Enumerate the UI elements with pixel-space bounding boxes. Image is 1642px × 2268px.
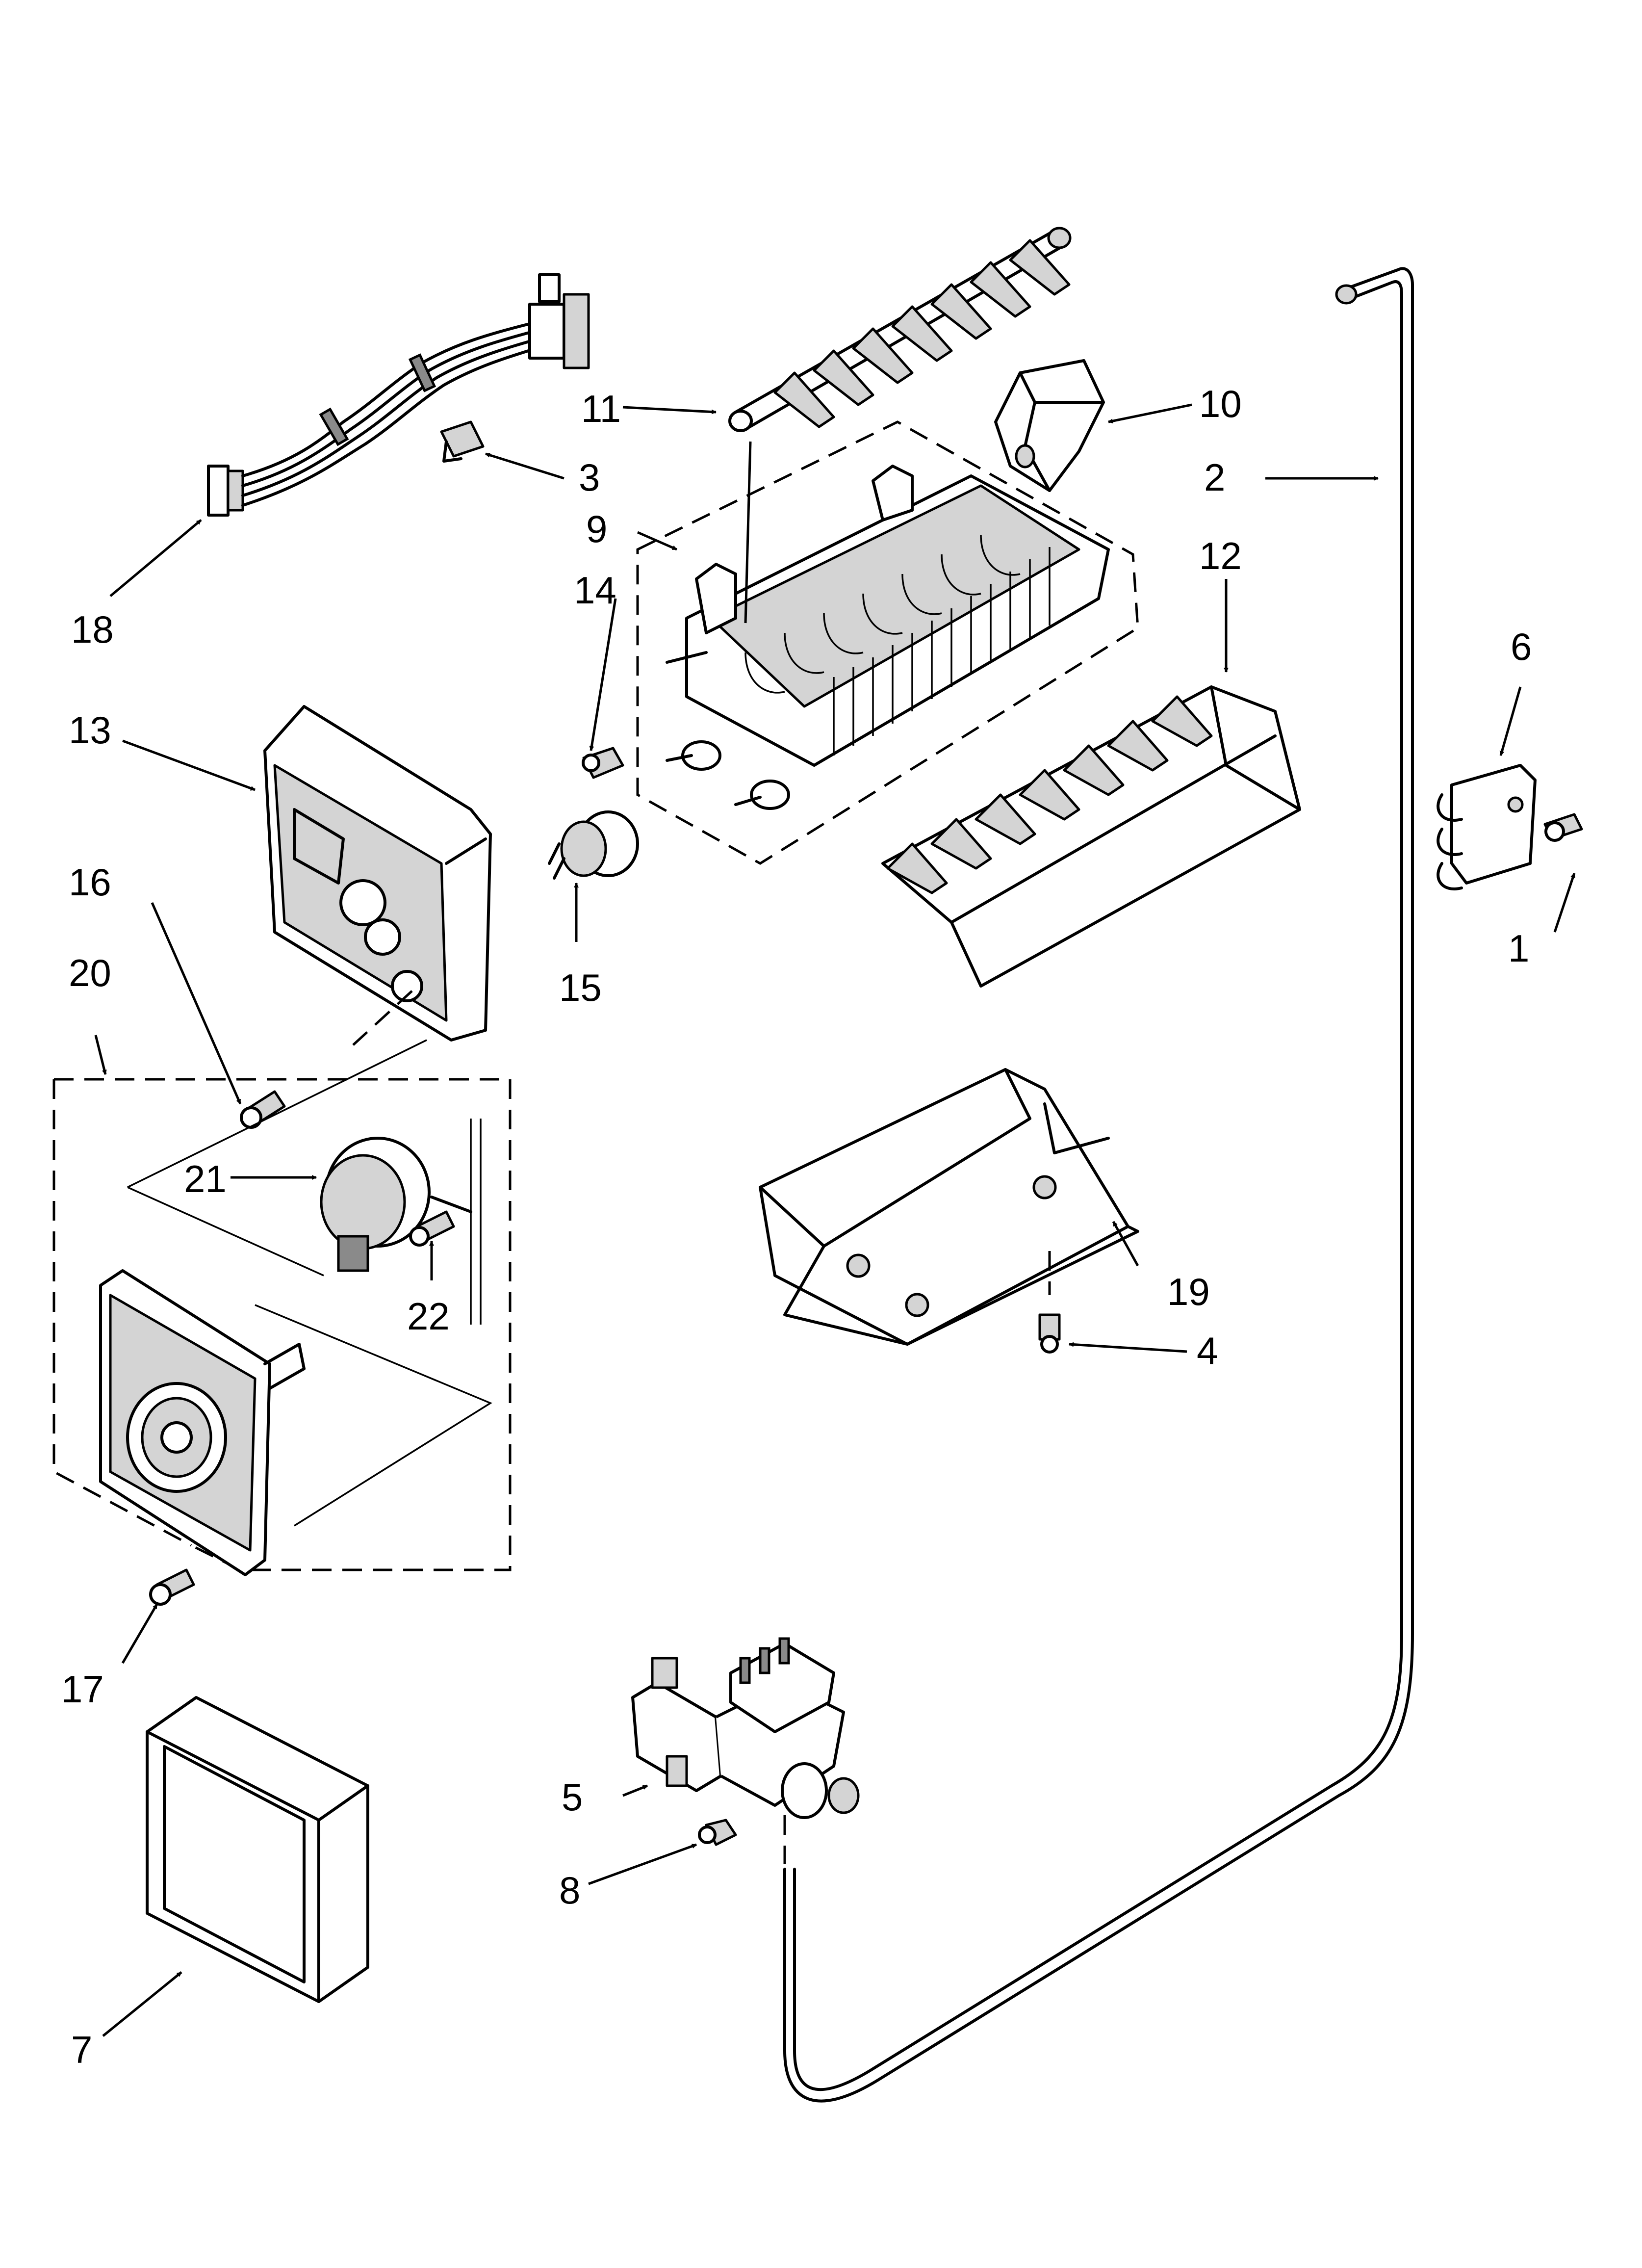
harness-clip-part — [440, 420, 485, 463]
clamp-screw-part — [1543, 813, 1583, 842]
callout-18: 18 — [71, 608, 114, 651]
water-valve-part — [631, 1637, 860, 1864]
callout-4: 4 — [1197, 1329, 1218, 1372]
callout-5: 5 — [562, 1775, 583, 1819]
bracket-screw-part — [1038, 1251, 1061, 1354]
wire-harness-part — [207, 273, 590, 517]
module-screw-part — [149, 1568, 195, 1606]
motor-part — [320, 1119, 482, 1325]
ejector-part — [728, 227, 1072, 432]
callout-8: 8 — [559, 1869, 580, 1912]
callout-1: 1 — [1508, 927, 1529, 970]
callout-15: 15 — [559, 966, 602, 1009]
mold-part — [636, 420, 1139, 865]
callout-20: 20 — [69, 951, 111, 994]
callout-3: 3 — [579, 456, 600, 499]
callout-19: 19 — [1167, 1270, 1210, 1313]
callout-12: 12 — [1199, 534, 1242, 577]
tube-clamp-part — [1437, 764, 1537, 890]
housing-screw-part — [240, 1090, 286, 1129]
callout-17: 17 — [61, 1668, 104, 1711]
callout-10: 10 — [1199, 382, 1242, 425]
callout-2: 2 — [1204, 456, 1225, 499]
bracket-part — [759, 1068, 1139, 1346]
stripper-part — [881, 685, 1301, 988]
callout-16: 16 — [69, 860, 111, 904]
control-housing-part — [263, 705, 492, 1042]
callout-14: 14 — [574, 569, 616, 612]
cover-part — [146, 1696, 369, 2003]
fill-cup-part — [994, 359, 1105, 492]
module-plate-part — [99, 1269, 306, 1576]
callout-22: 22 — [407, 1295, 450, 1338]
callout-labels: 1 2 3 4 5 6 7 8 9 10 11 12 13 14 15 16 1… — [61, 382, 1532, 2071]
callout-13: 13 — [69, 708, 111, 752]
leader-lines — [94, 403, 1576, 2037]
callout-11: 11 — [581, 387, 621, 430]
callout-6: 6 — [1511, 625, 1532, 668]
callout-21: 21 — [184, 1157, 227, 1200]
callout-7: 7 — [71, 2028, 92, 2071]
thermostat-part — [548, 810, 639, 880]
callout-9: 9 — [586, 507, 607, 550]
thermostat-clip-part — [582, 747, 624, 779]
fill-tube-part — [783, 267, 1414, 2103]
valve-screw-part — [698, 1819, 737, 1846]
motor-screw-part — [409, 1210, 455, 1247]
